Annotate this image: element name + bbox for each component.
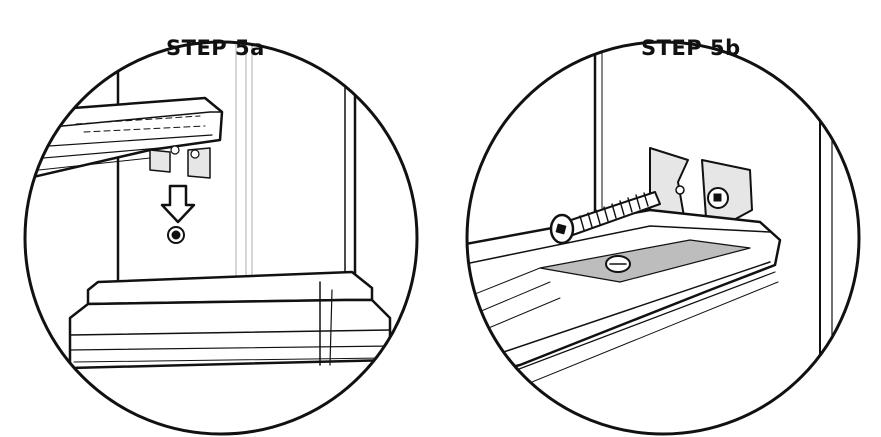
step-5a-illustration [23,40,419,436]
screw-icon [167,226,185,244]
step-label: STEP 5b [641,36,741,60]
step-5b-panel: STEP 5b [440,0,881,437]
rail [467,208,782,396]
nut [707,187,729,209]
step-5a-frame [23,40,419,436]
rail [25,96,224,182]
bolt-icon [549,191,661,245]
step-5b-frame [465,40,861,436]
screw-icon [605,255,631,273]
step-5b-illustration [465,40,861,436]
down-arrow-icon [160,184,196,224]
step-5a-panel: STEP 5a [0,0,440,437]
step-label: STEP 5a [166,36,265,60]
post-base-trim [68,270,392,434]
